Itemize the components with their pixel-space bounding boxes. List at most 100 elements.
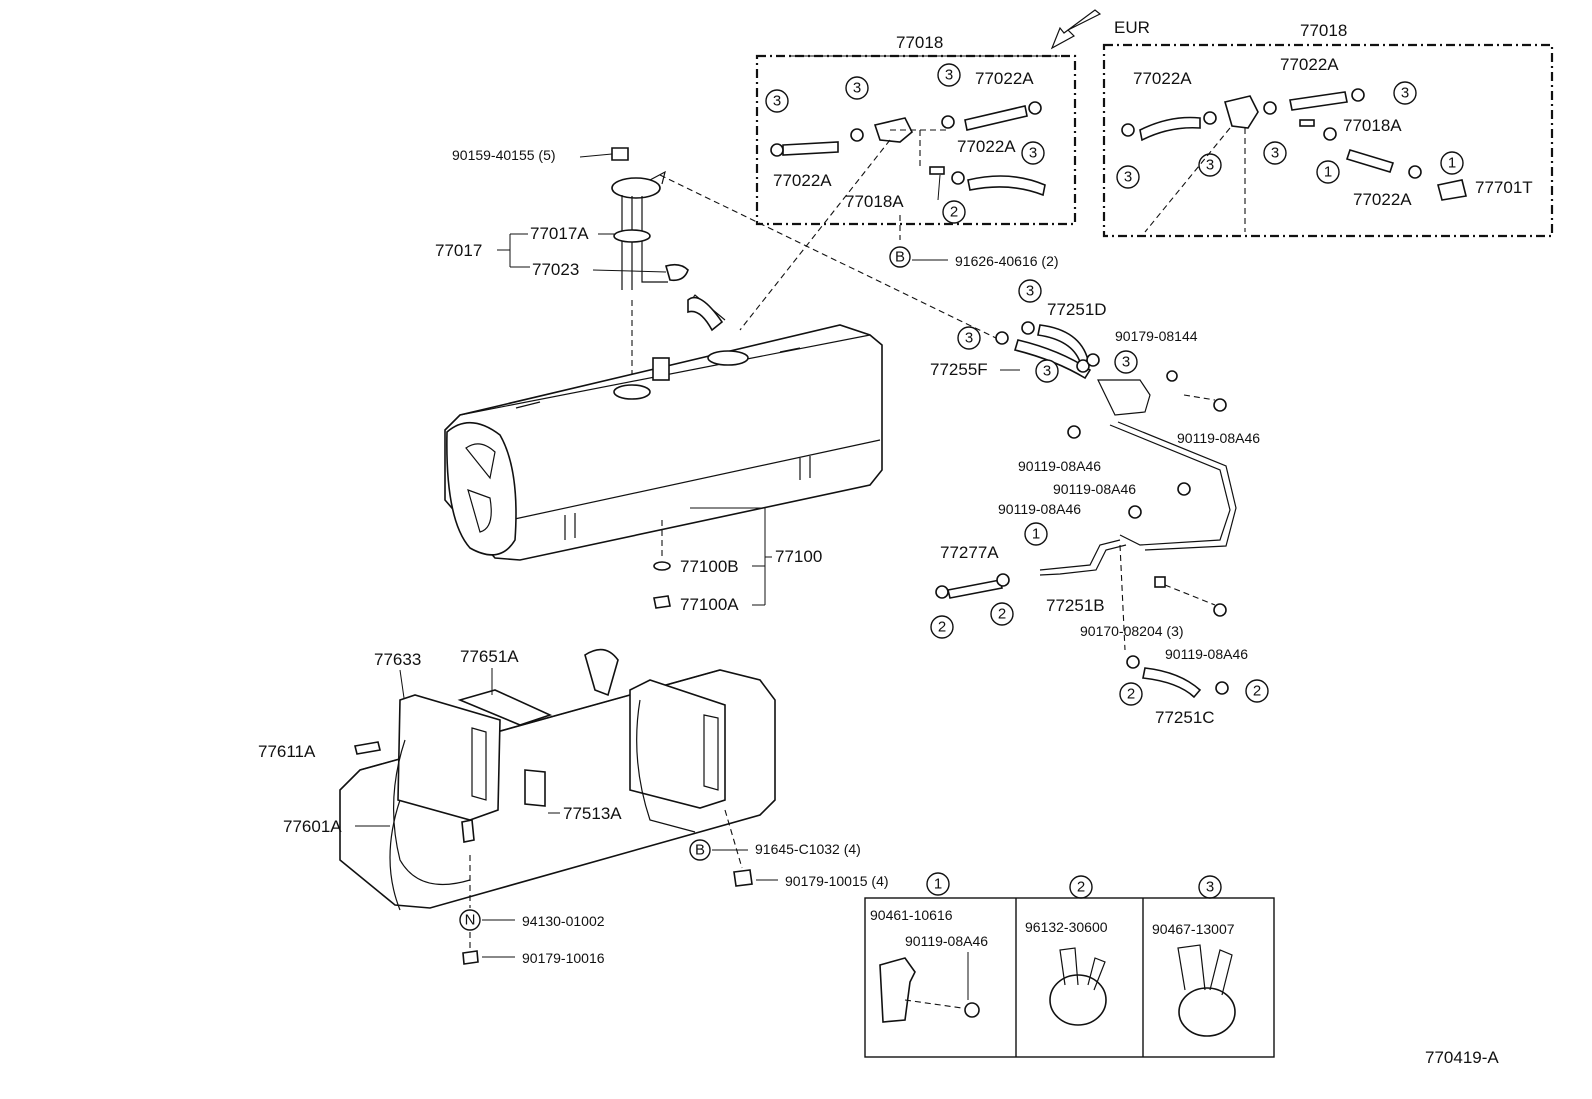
legend-part-3: 90467-13007 <box>1152 921 1235 937</box>
svg-text:3: 3 <box>1401 85 1409 102</box>
legend-part-1b: 90119-08A46 <box>905 933 988 949</box>
fuel-tank-77100: 77100 77100B 77100A <box>444 294 883 614</box>
svg-text:1: 1 <box>1032 526 1040 543</box>
label-90119-08A46: 90119-08A46 <box>998 501 1081 517</box>
label-90179-10016: 90179-10016 <box>522 950 605 966</box>
tank-port <box>707 350 749 366</box>
callout-3: 3 <box>1114 350 1138 374</box>
bolt <box>1177 482 1191 496</box>
label-77022A: 77022A <box>957 137 1016 156</box>
svg-text:3: 3 <box>1206 879 1214 896</box>
hose-77277A <box>947 579 1003 599</box>
legend-part-2: 96132-30600 <box>1025 919 1108 935</box>
clamp <box>1408 165 1422 179</box>
legend-part-1a: 90461-10616 <box>870 907 953 923</box>
label-77611A: 77611A <box>258 742 316 761</box>
reference-code: 770419-A <box>1425 1048 1499 1067</box>
svg-text:1: 1 <box>1448 155 1456 172</box>
label-77251C: 77251C <box>1155 708 1215 727</box>
label-77023: 77023 <box>532 260 579 279</box>
callout-B: B <box>889 246 911 268</box>
eur-region-label: EUR <box>1114 18 1150 37</box>
hose-77022A <box>1289 91 1348 111</box>
label-77022A: 77022A <box>975 69 1034 88</box>
callout-3: 3 <box>845 76 869 100</box>
dashed-guide <box>739 139 891 331</box>
callout-1: 1 <box>1316 160 1340 184</box>
label-77018A: 77018A <box>845 192 904 211</box>
svg-text:3: 3 <box>1043 363 1051 380</box>
label-77022A: 77022A <box>773 171 832 190</box>
legend-callout-2: 2 <box>1069 875 1093 899</box>
clip-90179 <box>1166 370 1178 382</box>
label-90119-08A46: 90119-08A46 <box>1177 430 1260 446</box>
bolt-illustration <box>964 1002 980 1018</box>
label-77513A: 77513A <box>563 804 622 823</box>
svg-text:2: 2 <box>938 619 946 636</box>
hose-77022A <box>1139 116 1201 142</box>
label-90179-10015: 90179-10015 (4) <box>785 873 889 889</box>
label-77018A: 77018A <box>1343 116 1402 135</box>
callout-3: 3 <box>1018 279 1042 303</box>
legend-callout-1: 1 <box>926 872 950 896</box>
label-77633: 77633 <box>374 650 421 669</box>
label-90119-08A46: 90119-08A46 <box>1165 646 1248 662</box>
hose-77022A <box>964 105 1028 131</box>
fuel-pipe-assembly: 3 3 3 3 1 2 2 2 2 77251D 90179-08144 772… <box>930 279 1269 727</box>
hose-77255F <box>1013 339 1092 380</box>
hose-77022A <box>782 141 839 156</box>
hose-77022A <box>1345 149 1395 173</box>
hose-77022A <box>967 175 1046 197</box>
clamp-legend: 1 2 3 90461-10616 90119-08A46 96132-3060… <box>864 872 1275 1058</box>
lower-filler-neck <box>584 648 619 697</box>
clamp <box>996 573 1010 587</box>
callout-1: 1 <box>1024 522 1048 546</box>
callout-3: 3 <box>765 89 789 113</box>
callout-3: 3 <box>1393 81 1417 105</box>
clamp <box>770 143 784 157</box>
clamp <box>935 585 949 599</box>
label-77651A: 77651A <box>460 647 519 666</box>
label-94130: 94130-01002 <box>522 913 605 929</box>
svg-text:3: 3 <box>1124 169 1132 186</box>
label-77022A: 77022A <box>1280 55 1339 74</box>
clamp <box>1215 681 1229 695</box>
callout-3: 3 <box>1021 141 1045 165</box>
hose-77251C <box>1142 667 1202 699</box>
tank-bracket <box>652 357 670 381</box>
svg-text:2: 2 <box>1127 686 1135 703</box>
label-90119-08A46: 90119-08A46 <box>1018 458 1101 474</box>
fuel-tank-lower-assembly: 77633 77651A 77611A 77513A 77601A B 9164… <box>258 647 889 966</box>
pin-77611A <box>354 741 381 755</box>
legend-callout-3: 3 <box>1198 875 1222 899</box>
eur-inset-frame <box>1102 43 1554 238</box>
pipe-bracket <box>1097 379 1151 416</box>
inset-eur-77018: EUR 77018 3 3 3 3 1 1 77022A 77022A 7701… <box>1102 18 1554 238</box>
clamp <box>1086 353 1100 367</box>
screw-90159 <box>611 147 629 161</box>
callout-3: 3 <box>1116 165 1140 189</box>
label-90119-08A46: 90119-08A46 <box>1053 481 1136 497</box>
clamp <box>1121 123 1135 137</box>
svg-text:3: 3 <box>1271 145 1279 162</box>
clamp-2-illustration <box>1049 974 1107 1026</box>
clamp <box>1203 111 1217 125</box>
fuel-sender-group: 90159-40155 (5) 77017 77017A 77023 <box>435 147 689 385</box>
connector-77018A <box>1299 119 1315 127</box>
gasket-77017A <box>613 229 651 243</box>
clamp <box>1263 101 1277 115</box>
tank-end-cap <box>446 421 517 556</box>
legend-frame <box>864 897 1275 1058</box>
valve-77701T <box>1437 179 1467 201</box>
callout-3: 3 <box>937 63 961 87</box>
clamp <box>951 171 965 185</box>
callout-3: 3 <box>957 326 981 350</box>
callout-3: 3 <box>1035 359 1059 383</box>
sender-port <box>613 384 651 400</box>
svg-text:1: 1 <box>934 876 942 893</box>
svg-text:3: 3 <box>853 80 861 97</box>
pipe-clip-illustration <box>879 957 916 1023</box>
label-77100B: 77100B <box>680 557 739 576</box>
clamp <box>850 128 864 142</box>
